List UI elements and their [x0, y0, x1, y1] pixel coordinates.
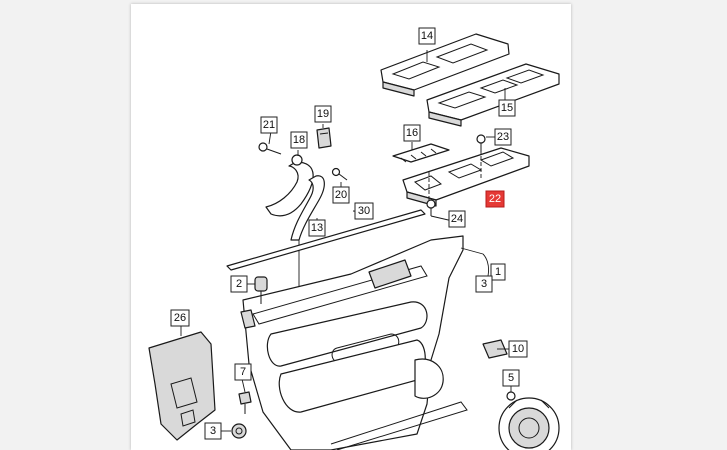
callout-15[interactable]: 15: [498, 99, 516, 117]
callout-22[interactable]: 22: [485, 190, 505, 208]
part-5-screw[interactable]: [506, 391, 516, 401]
svg-text:18: 18: [293, 134, 305, 146]
callout-20[interactable]: 20: [332, 186, 350, 204]
svg-text:22: 22: [489, 193, 501, 205]
svg-text:19: 19: [317, 108, 329, 120]
callout-1[interactable]: 1: [490, 263, 506, 281]
svg-text:10: 10: [512, 343, 524, 355]
callout-7[interactable]: 7: [234, 363, 252, 381]
svg-text:3: 3: [481, 278, 487, 290]
callout-19[interactable]: 19: [314, 105, 332, 123]
svg-text:1: 1: [495, 266, 501, 278]
part-13-handle-trim[interactable]: [290, 175, 325, 241]
callout-18[interactable]: 18: [290, 131, 308, 149]
callout-14[interactable]: 14: [418, 27, 436, 45]
svg-text:24: 24: [451, 213, 463, 225]
svg-text:7: 7: [240, 366, 246, 378]
door-panel-exploded-diagram: 14 15 19 21 18 16: [148, 27, 560, 450]
callout-3-upper[interactable]: 3: [475, 275, 493, 293]
part-7-screw[interactable]: [238, 391, 252, 414]
svg-text:3: 3: [210, 425, 216, 437]
callout-10[interactable]: 10: [508, 340, 528, 358]
callout-2[interactable]: 2: [230, 275, 248, 293]
part-30-trim-strip[interactable]: [226, 209, 426, 271]
callout-13[interactable]: 13: [308, 219, 326, 237]
callout-16[interactable]: 16: [403, 124, 421, 142]
callout-5[interactable]: 5: [502, 369, 520, 387]
svg-text:23: 23: [497, 131, 509, 143]
part-16-bracket[interactable]: [392, 143, 450, 163]
part-14-switch-bezel[interactable]: [380, 33, 510, 97]
part-20-screw[interactable]: [331, 167, 348, 181]
part-2-retaining-clip[interactable]: [254, 276, 268, 304]
svg-text:21: 21: [263, 119, 275, 131]
callout-30[interactable]: 30: [354, 202, 374, 220]
svg-text:15: 15: [501, 102, 513, 114]
part-1-door-trim-panel[interactable]: [240, 235, 468, 450]
svg-text:2: 2: [236, 278, 242, 290]
svg-text:16: 16: [406, 127, 418, 139]
callout-24[interactable]: 24: [448, 210, 466, 228]
part-19-cover-cap[interactable]: [316, 127, 332, 149]
part-24-screw[interactable]: [426, 199, 436, 216]
part-18-pull-handle[interactable]: [265, 154, 314, 217]
callout-26[interactable]: 26: [170, 309, 190, 327]
svg-text:26: 26: [174, 312, 186, 324]
svg-text:14: 14: [421, 30, 433, 42]
parts-diagram-sheet: 14 15 19 21 18 16: [131, 4, 571, 450]
svg-text:30: 30: [358, 205, 370, 217]
part-21-screw[interactable]: [258, 142, 282, 155]
part-26-foam-insulator[interactable]: [148, 331, 216, 441]
part-15-switch-bezel[interactable]: [426, 63, 560, 127]
callout-23[interactable]: 23: [494, 128, 512, 146]
part-5-speaker[interactable]: [498, 397, 560, 450]
svg-text:20: 20: [335, 189, 347, 201]
callout-3-lower[interactable]: 3: [204, 422, 222, 440]
svg-text:5: 5: [508, 372, 514, 384]
callout-21[interactable]: 21: [260, 116, 278, 134]
part-10-clip[interactable]: [482, 339, 508, 359]
part-3-clip[interactable]: [231, 423, 247, 439]
part-23-screw[interactable]: [476, 134, 486, 152]
svg-text:13: 13: [311, 222, 323, 234]
